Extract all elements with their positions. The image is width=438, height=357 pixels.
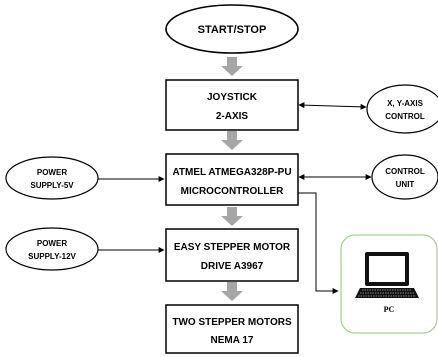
xy-control-label-line1: X, Y-AXIS [387, 99, 424, 108]
driver-label-line2: DRIVE A3967 [201, 261, 264, 272]
power-5v-label-line1: POWER [37, 168, 67, 177]
laptop-icon [355, 252, 419, 298]
power-5v-label-line2: SUPPLY-5V [30, 181, 74, 190]
motors-label-line1: TWO STEPPER MOTORS [172, 317, 292, 328]
mcu-pc-connector [298, 192, 339, 294]
flow-arrows [221, 57, 243, 301]
control-unit-label-line2: UNIT [396, 180, 415, 189]
power-12v-node: POWER SUPPLY-12V [5, 227, 99, 271]
flow-arrow-3 [221, 207, 243, 226]
xy-control-node: X, Y-AXIS CONTROL [366, 84, 438, 134]
power-12v-label-line2: SUPPLY-12V [28, 252, 76, 261]
xy-control-label-line2: CONTROL [385, 112, 425, 121]
start-stop-node: START/STOP [165, 4, 299, 54]
pc-node: PC [340, 234, 438, 334]
joystick-node: JOYSTICK 2-AXIS [165, 79, 299, 131]
mcu-label-line2: MICROCONTROLLER [181, 186, 285, 197]
flow-arrow-1 [221, 57, 243, 76]
pc-label: PC [384, 305, 395, 314]
driver-node: EASY STEPPER MOTOR DRIVE A3967 [165, 228, 299, 282]
start-stop-label: START/STOP [198, 24, 267, 36]
control-unit-node: CONTROL UNIT [371, 154, 438, 200]
power-12v-label-line1: POWER [37, 239, 67, 248]
mcu-label-line1: ATMEL ATMEGA328P-PU [172, 167, 291, 178]
joystick-xy-connector [298, 102, 367, 110]
flow-arrow-2 [221, 131, 243, 150]
control-unit-label-line1: CONTROL [385, 167, 425, 176]
mcu-node: ATMEL ATMEGA328P-PU MICROCONTROLLER [165, 153, 299, 206]
driver-label-line1: EASY STEPPER MOTOR [174, 242, 291, 253]
power-5v-node: POWER SUPPLY-5V [5, 156, 99, 200]
joystick-label-line1: JOYSTICK [207, 92, 258, 103]
joystick-label-line2: 2-AXIS [216, 111, 249, 122]
motors-label-line2: NEMA 17 [211, 335, 254, 346]
flow-arrow-4 [221, 282, 243, 301]
connectors [98, 102, 372, 294]
motors-node: TWO STEPPER MOTORS NEMA 17 [165, 304, 299, 354]
